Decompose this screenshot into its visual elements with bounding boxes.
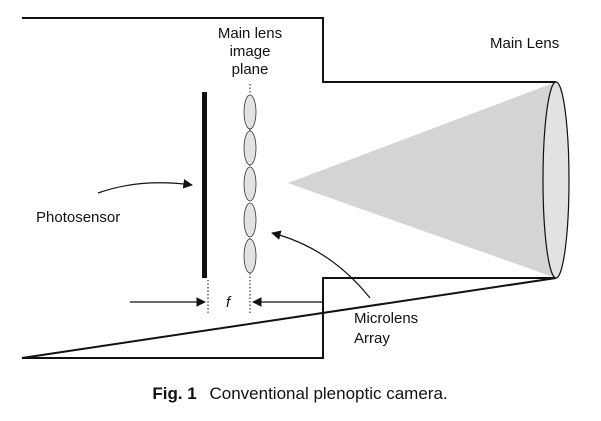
photosensor-pointer-arrow — [97, 179, 193, 194]
main-lens-label: Main Lens — [490, 35, 559, 52]
photosensor-label: Photosensor — [36, 209, 120, 226]
light-cone — [288, 82, 556, 278]
main-lens-shape — [542, 81, 570, 279]
camera-body-outline — [21, 17, 557, 359]
microlens-label-line2: Array — [354, 330, 390, 347]
microlens — [243, 202, 257, 238]
figure-caption: Fig. 1 Conventional plenoptic camera. — [152, 384, 447, 403]
microlens-pointer-arrow — [271, 230, 371, 299]
figure-caption-prefix: Fig. 1 — [152, 384, 196, 403]
microlens — [243, 166, 257, 202]
focal-length-label: f — [226, 294, 232, 311]
microlens-label-line1: Microlens — [354, 310, 418, 327]
figure-caption-text: Conventional plenoptic camera. — [209, 384, 447, 403]
image-plane-label-line3: plane — [232, 61, 269, 78]
image-plane-label-line2: image — [230, 43, 271, 60]
microlens — [243, 130, 257, 166]
microlens-array — [243, 94, 257, 274]
photosensor-bar — [202, 92, 207, 278]
image-plane-label-line1: Main lens — [218, 25, 282, 42]
microlens — [243, 238, 257, 274]
microlens — [243, 94, 257, 130]
